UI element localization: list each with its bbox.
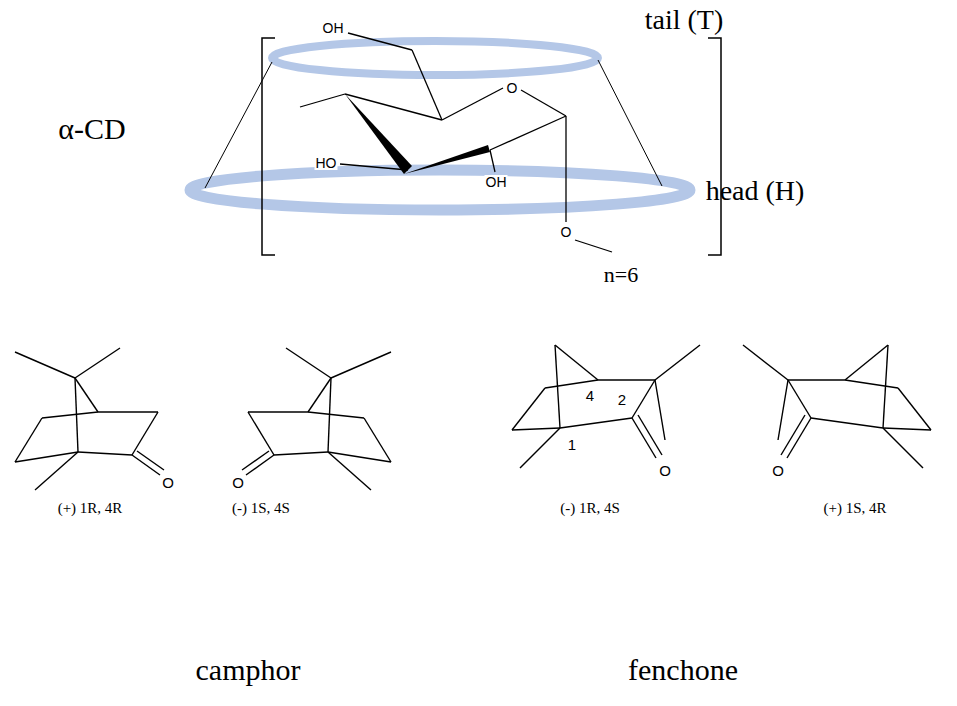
locant-number: 1	[568, 437, 576, 452]
figure-label: α-CD	[58, 114, 125, 144]
fenchone-structure	[743, 345, 931, 468]
compound-name: fenchone	[628, 655, 738, 685]
atom-label: O	[161, 475, 175, 490]
locant-number: 4	[586, 388, 594, 403]
glucose-unit	[300, 33, 612, 252]
rim-label: tail (T)	[645, 6, 724, 34]
atom-label: O	[506, 81, 519, 95]
compound-name: camphor	[196, 655, 301, 685]
stereo-label: (-) 1R, 4S	[560, 501, 620, 516]
atom-label: O	[658, 463, 672, 478]
atom-label: OH	[485, 175, 508, 189]
stereo-label: (+) 1S, 4R	[823, 501, 886, 516]
atom-label: O	[771, 463, 785, 478]
cyclodextrin-cone	[190, 41, 690, 210]
rim-label: head (H)	[706, 177, 805, 205]
atom-label: OH	[322, 21, 345, 35]
atom-label: HO	[315, 156, 338, 170]
repeat-count: n=6	[604, 264, 638, 286]
repeat-brackets	[262, 38, 721, 255]
atom-label: O	[231, 475, 245, 490]
camphor-structure	[242, 348, 391, 490]
fenchone-structure	[512, 345, 700, 468]
atom-label: O	[560, 225, 573, 239]
camphor-structure	[15, 348, 164, 490]
stereo-label: (+) 1R, 4R	[58, 501, 123, 516]
locant-number: 2	[618, 392, 626, 407]
stereo-label: (-) 1S, 4S	[232, 501, 290, 516]
